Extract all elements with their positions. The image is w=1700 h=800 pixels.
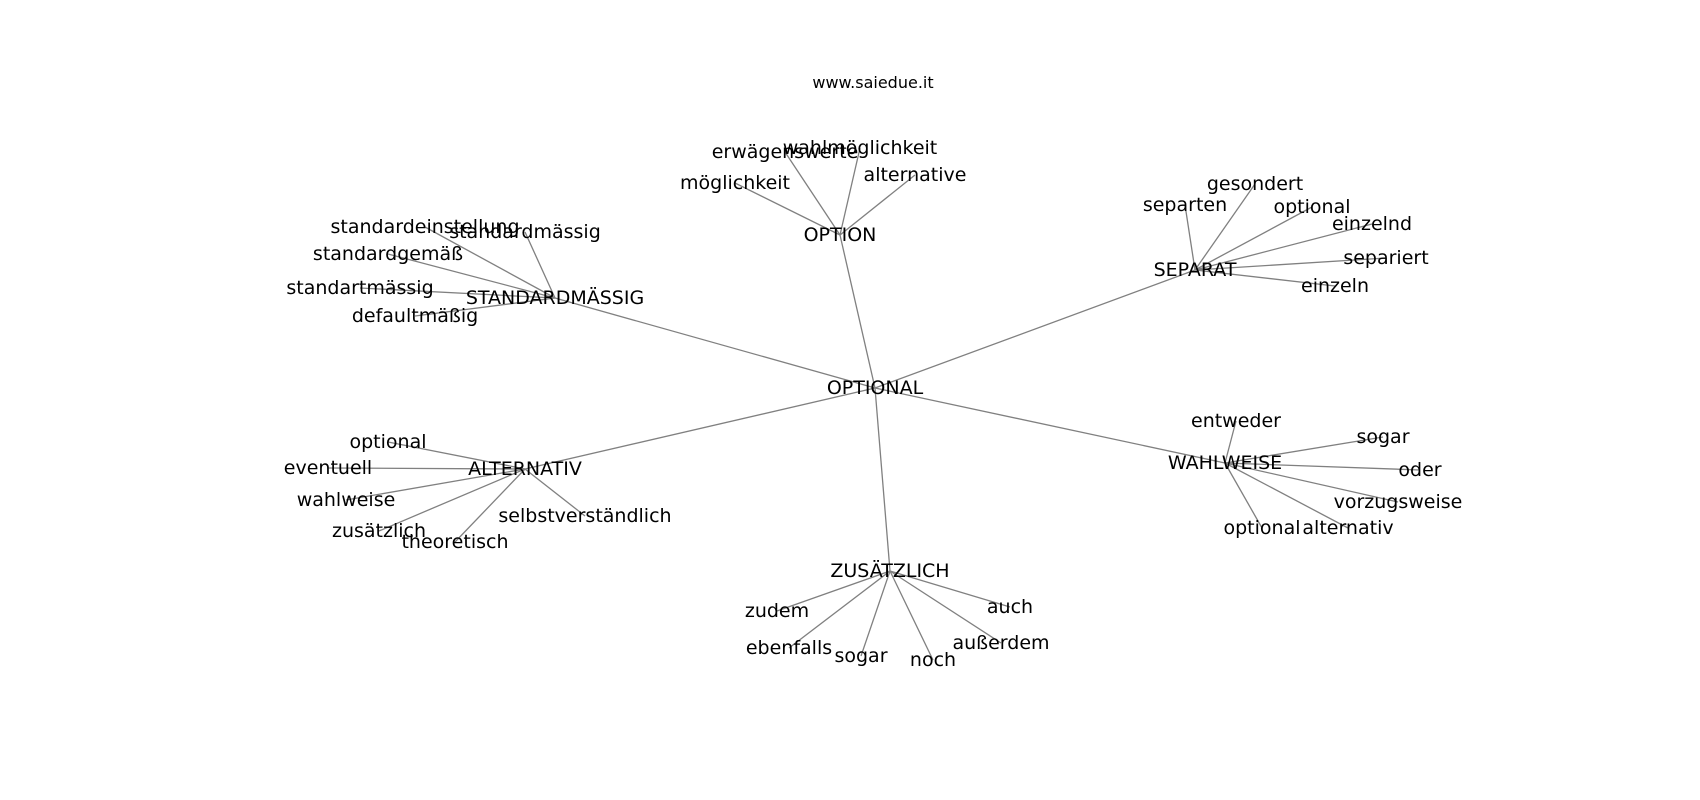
word-node-label: separiert [1343, 247, 1428, 269]
word-node-label: standartmässig [286, 277, 433, 299]
hub-to-word-edge [784, 151, 841, 236]
hub-to-word-edge [378, 468, 526, 532]
word-node-label: selbstverständlich [498, 505, 671, 527]
hub-to-word-edge [387, 253, 556, 299]
word-node-label: eventuell [284, 457, 372, 479]
hub-to-word-edge [345, 468, 526, 501]
hub-to-word-edge [889, 570, 934, 661]
word-node-label: vorzugsweise [1334, 491, 1463, 513]
hub-to-word-edge [1224, 420, 1237, 464]
word-node-label: optional [1223, 517, 1300, 539]
watermark-text: www.saiedue.it [812, 73, 933, 92]
hub-to-word-edge [1224, 462, 1421, 471]
word-node-label: zusätzlich [332, 520, 426, 542]
hub-to-word-edge [788, 570, 891, 649]
label-layer: OPTIONAL OPTION erwägenswertewahlmöglichke… [284, 137, 1463, 671]
word-node-label: sogar [1356, 426, 1409, 448]
hub-node-label: SEPARAT [1154, 259, 1237, 281]
hub-to-word-edge [1194, 223, 1373, 271]
hub-to-word-edge [1224, 436, 1384, 464]
edge-layer [327, 147, 1421, 661]
word-node-label: standardmässig [449, 221, 601, 243]
hub-to-word-edge [1184, 204, 1196, 271]
word-node-label: auch [987, 596, 1033, 618]
hub-to-word-edge [414, 297, 556, 317]
hub-to-word-edge [1194, 206, 1313, 271]
hub-node-label: ZUSÄTZLICH [830, 559, 949, 582]
word-node-label: einzeln [1301, 275, 1369, 297]
word-node-label: wahlweise [297, 489, 396, 511]
hub-node-label: STANDARDMÄSSIG [466, 286, 644, 309]
hub-to-word-edge [454, 468, 526, 543]
word-node-label: ebenfalls [746, 637, 832, 659]
hub-to-word-edge [387, 441, 526, 470]
hub-node-label: ALTERNATIV [468, 458, 582, 480]
word-node-label: noch [910, 649, 956, 671]
center-node-label: OPTIONAL [827, 377, 924, 399]
hub-to-word-edge [839, 147, 861, 236]
hub-to-word-edge [734, 182, 841, 236]
word-node-label: sogar [834, 645, 887, 667]
hub-to-word-edge [889, 570, 1002, 644]
hub-node-label: WAHLWEISE [1168, 452, 1282, 474]
hub-to-word-edge [359, 287, 556, 299]
word-node-label: standardeinstellung [330, 216, 519, 238]
word-node-label: standardgemäß [313, 243, 463, 265]
hub-to-word-edge [1194, 269, 1336, 287]
word-node-label: außerdem [952, 632, 1049, 654]
center-to-hub-edge [874, 387, 891, 572]
word-node-label: einzelnd [1332, 213, 1412, 235]
hub-to-word-edge [327, 467, 526, 470]
hub-to-word-edge [1224, 462, 1349, 529]
hub-to-word-edge [776, 570, 891, 612]
word-node-label: separten [1143, 194, 1227, 216]
word-node-label: optional [349, 431, 426, 453]
hub-to-word-edge [889, 570, 1011, 608]
word-node-label: theoretisch [401, 531, 508, 553]
hub-to-word-edge [1224, 462, 1399, 503]
word-node-label: oder [1398, 459, 1441, 481]
word-node-label: möglichkeit [680, 172, 790, 194]
hub-to-word-edge [1194, 257, 1387, 271]
center-to-hub-edge [524, 387, 876, 470]
word-node-label: entweder [1191, 410, 1281, 432]
word-node-label: erwägenswerte [712, 141, 859, 163]
center-to-hub-edge [554, 297, 876, 389]
hub-to-word-edge [1224, 462, 1263, 529]
hub-to-word-edge [424, 226, 556, 299]
hub-node-label: OPTION [804, 224, 877, 246]
word-node-label: defaultmäßig [352, 305, 478, 327]
hub-to-word-edge [839, 174, 916, 236]
center-to-hub-edge [874, 387, 1226, 464]
word-node-label: zudem [745, 600, 809, 622]
hub-to-word-edge [524, 468, 586, 517]
center-to-hub-edge [874, 269, 1196, 389]
word-node-label: wahlmöglichkeit [783, 137, 938, 159]
word-node-label: alternativ [1302, 517, 1393, 539]
word-node-label: alternative [864, 164, 967, 186]
hub-to-word-edge [860, 570, 891, 657]
hub-to-word-edge [524, 231, 556, 299]
word-node-label: optional [1273, 196, 1350, 218]
hub-to-word-edge [1194, 183, 1256, 271]
word-node-label: gesondert [1207, 173, 1303, 195]
center-to-hub-edge [839, 234, 876, 389]
